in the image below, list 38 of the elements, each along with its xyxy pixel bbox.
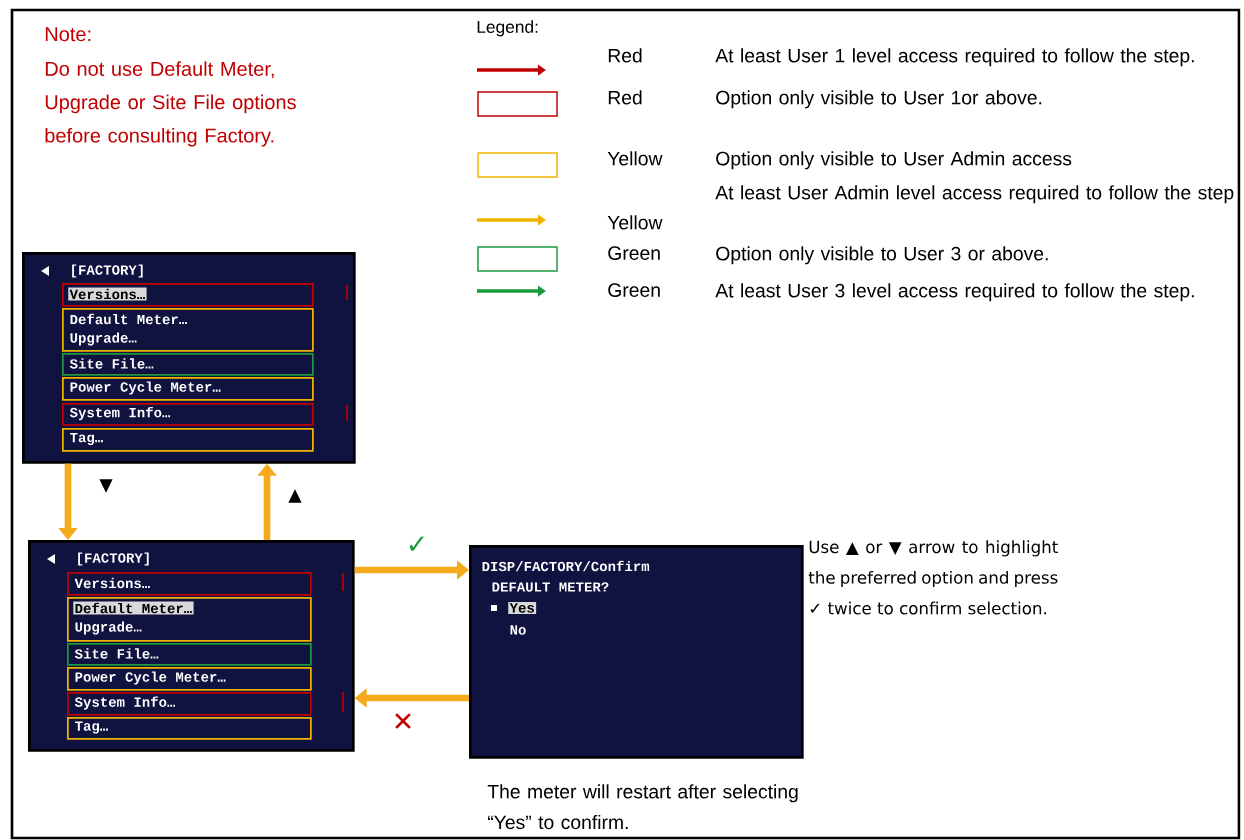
- legend-color-name: Yellow: [607, 215, 663, 230]
- note-text: Do not use Default Meter, Upgrade or Site File options before consulting Factory.: [45, 61, 296, 147]
- legend-text: Option only visible to User Admin access: [716, 151, 1072, 170]
- menu-item: Power Cycle Meter…: [62, 377, 314, 401]
- legend-color-name: Green: [608, 283, 660, 297]
- menu-item: Site File…: [62, 353, 314, 376]
- node-label: No: [510, 625, 526, 635]
- node-label: DEFAULT METER?: [492, 582, 609, 592]
- legend-color-name: Red: [608, 90, 642, 105]
- legend-text: Option only visible to User 1or above.: [716, 90, 1042, 109]
- legend-color-name: Green: [608, 246, 660, 260]
- edge-label: ▲: [288, 489, 302, 503]
- confirm-screen: DISP/FACTORY/Confirm DEFAULT METER? Yes No: [469, 545, 804, 759]
- legend-text: At least User 1 level access required to follow the step.: [715, 48, 1194, 67]
- menu-item: Default Meter… Upgrade…: [67, 597, 312, 642]
- instruction-text: Use ▲ or ▼ arrow to highlight the preferred option and press ✓ twice to confirm selection.: [808, 540, 1058, 615]
- legend-text: Option only visible to User 3 or above.: [716, 246, 1048, 265]
- menu-item: Power Cycle Meter…: [67, 667, 312, 691]
- node-label: Yes: [509, 603, 534, 613]
- menu-item: Tag…: [67, 717, 312, 740]
- edge-label: ▼: [99, 479, 113, 493]
- note-heading: Note:: [45, 27, 91, 42]
- legend-text: At least User 3 level access required to follow the step.: [715, 283, 1194, 302]
- menu-item: Versions…: [62, 283, 314, 307]
- menu-item: Default Meter… Upgrade…: [62, 308, 314, 352]
- legend-color-name: Yellow: [607, 151, 663, 166]
- menu-item: System Info…: [67, 692, 312, 716]
- node-label: DISP/FACTORY/Confirm: [482, 560, 650, 572]
- menu-item: Versions…: [67, 572, 312, 596]
- legend-color-name: Red: [608, 48, 642, 63]
- menu-item: System Info…: [62, 403, 314, 426]
- legend-text: At least User Admin level access required to follow the step: [715, 185, 1234, 204]
- footnote-text: The meter will restart after selecting “Yes” to confirm.: [487, 784, 798, 830]
- edge-label: ✕: [395, 713, 411, 729]
- edge-label: ✓: [409, 536, 424, 551]
- legend-heading: Legend:: [477, 20, 538, 37]
- menu-item: Site File…: [67, 643, 312, 666]
- menu-item: Tag…: [62, 428, 314, 452]
